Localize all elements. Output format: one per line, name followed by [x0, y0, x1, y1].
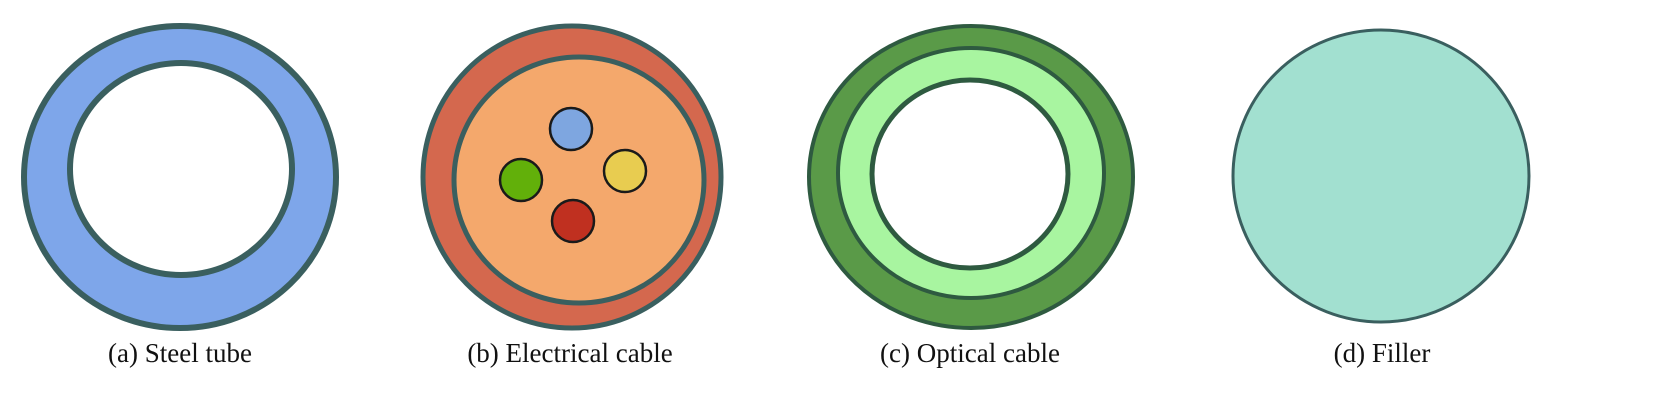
optical-cable — [807, 24, 1135, 330]
filler — [1231, 28, 1531, 324]
caption-steel-tube: (a) Steel tube — [108, 338, 252, 368]
optical-bore — [869, 77, 1071, 271]
electrical-cable — [420, 23, 724, 331]
wire-yellow — [602, 148, 648, 194]
filler-disk — [1231, 28, 1531, 324]
wire-blue — [548, 106, 594, 152]
steel-tube — [21, 23, 339, 331]
caption-filler: (d) Filler — [1333, 338, 1431, 368]
wire-green — [498, 157, 544, 203]
wire-red — [550, 198, 596, 244]
caption-optical-cable: (c) Optical cable — [880, 338, 1060, 368]
steel-tube-bore — [67, 60, 295, 278]
cable-core — [451, 54, 707, 306]
caption-electrical-cable: (b) Electrical cable — [467, 338, 673, 368]
